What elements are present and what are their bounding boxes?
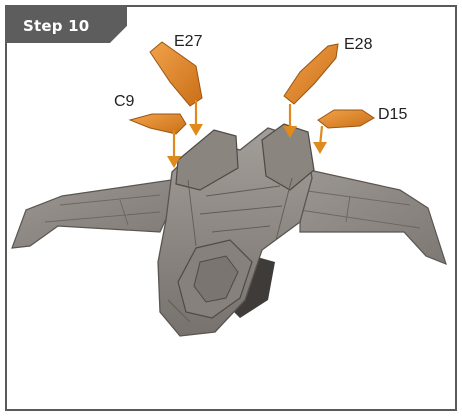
part-e27-piece (150, 42, 202, 106)
part-e28-piece (284, 44, 338, 104)
part-c9-piece (130, 114, 186, 134)
part-d15-piece (318, 110, 374, 128)
spaceship-model (12, 124, 446, 336)
part-label-e27: E27 (174, 33, 202, 51)
part-label-c9: C9 (114, 93, 134, 111)
part-label-d15: D15 (378, 106, 407, 124)
part-label-e28: E28 (344, 36, 372, 54)
right-wing (300, 168, 446, 264)
left-wing (12, 178, 185, 248)
